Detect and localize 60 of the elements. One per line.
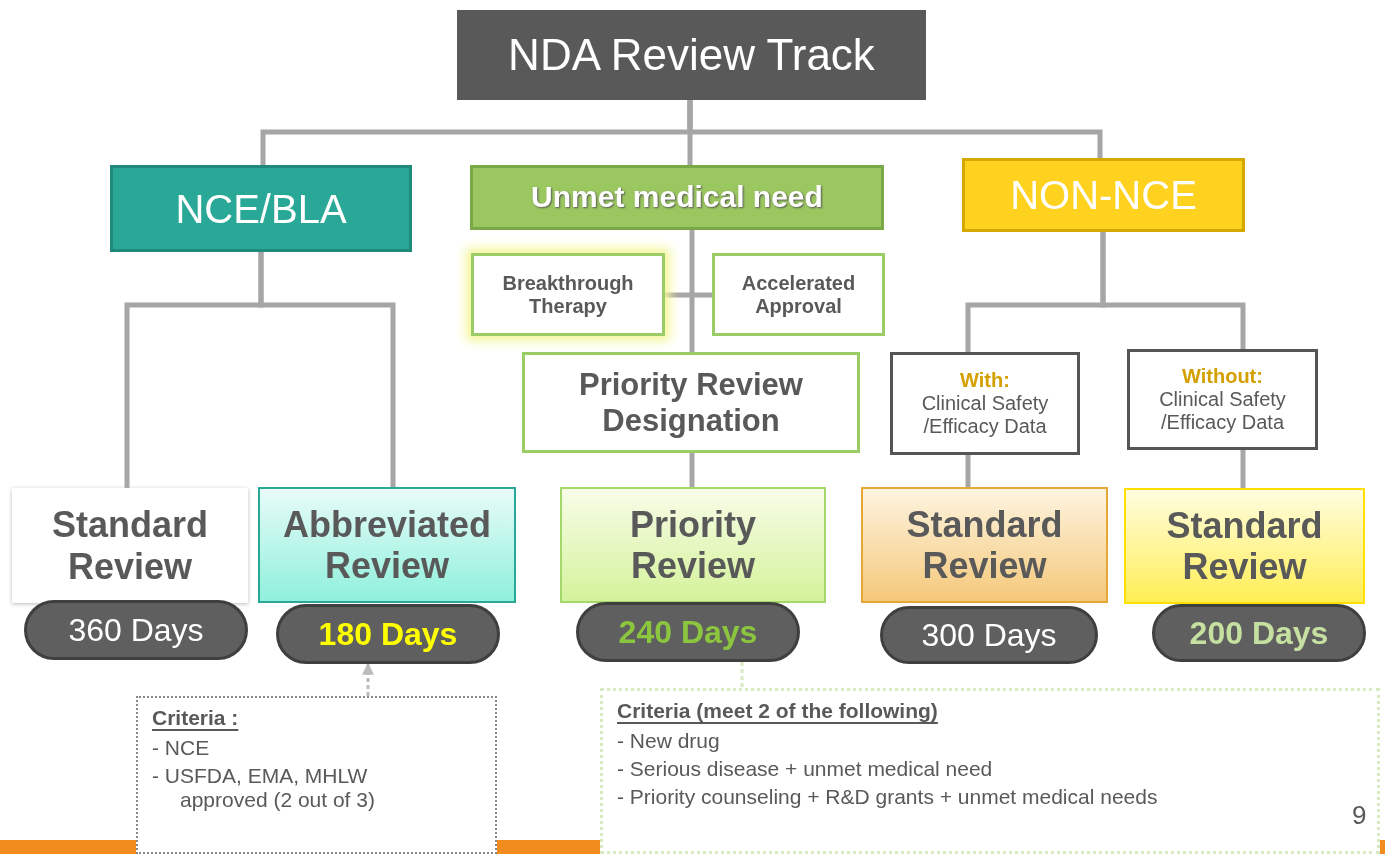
criteria-heading: Criteria (meet 2 of the following) <box>617 699 938 724</box>
box-label: Priority Review Designation <box>578 366 804 439</box>
list-item: - USFDA, EMA, MHLW approved (2 out of 3) <box>152 764 376 813</box>
box-label: 200 Days <box>1189 614 1329 652</box>
review-box <box>12 488 248 603</box>
review-box <box>560 487 826 603</box>
box-label: Standard Review <box>51 504 209 587</box>
criteria-panel <box>136 696 497 854</box>
category-box <box>110 165 412 252</box>
box-label: 300 Days <box>921 616 1057 654</box>
category-box <box>962 158 1245 232</box>
review-box <box>861 487 1108 603</box>
connector-line <box>1100 232 1246 349</box>
box-label: 180 Days <box>318 615 458 653</box>
box-label: Standard Review <box>1165 504 1324 588</box>
duration-pill <box>1152 604 1366 662</box>
box-label: 360 Days <box>68 611 204 649</box>
list-item: - Serious disease + unmet medical need <box>617 757 993 782</box>
title-box <box>457 10 926 100</box>
review-box <box>1124 488 1365 604</box>
duration-pill <box>276 604 500 664</box>
box-label: Unmet medical need <box>531 180 823 215</box>
connector-line <box>689 230 695 352</box>
connector-line <box>258 252 396 487</box>
duration-pill <box>576 602 800 662</box>
duration-pill <box>880 606 1098 664</box>
box-label: NDA Review Track <box>508 29 875 81</box>
connector-line <box>665 292 712 298</box>
designation-box <box>522 352 860 453</box>
box-label: Breakthrough Therapy <box>501 271 635 318</box>
box-label: Accelerated Approval <box>740 271 857 318</box>
condition-box <box>1127 349 1318 450</box>
page-number: 9 <box>1352 800 1367 831</box>
box-label: Clinical Safety /Efficacy Data <box>1158 388 1287 434</box>
criteria-panel <box>600 688 1380 854</box>
box-label: NCE/BLA <box>175 185 347 232</box>
criteria-heading: Criteria : <box>152 706 239 731</box>
connector-line <box>740 662 744 688</box>
box-label: Abbreviated Review <box>281 503 493 587</box>
box-label: Clinical Safety /Efficacy Data <box>920 392 1050 438</box>
condition-box <box>890 352 1080 455</box>
list-item: - New drug <box>617 729 720 754</box>
list-item: - Priority counseling + R&D grants + unmet medical needs <box>617 785 1158 810</box>
box-label: NON-NCE <box>1010 172 1197 218</box>
connector-line <box>965 455 971 487</box>
arrow <box>362 662 374 696</box>
connector-line <box>687 100 1103 158</box>
box-label: Standard Review <box>905 503 1064 587</box>
list-item: - NCE <box>152 736 211 761</box>
pathway-box <box>471 253 665 336</box>
connector-line <box>1240 450 1246 488</box>
connector-line <box>689 453 695 487</box>
condition-heading: Without: <box>1182 365 1263 388</box>
duration-pill <box>24 600 248 660</box>
pathway-box <box>712 253 885 336</box>
review-box <box>258 487 516 603</box>
box-label: 240 Days <box>618 613 758 651</box>
box-label: Priority Review <box>628 503 757 587</box>
condition-heading: With: <box>960 369 1010 392</box>
category-box <box>470 165 884 230</box>
